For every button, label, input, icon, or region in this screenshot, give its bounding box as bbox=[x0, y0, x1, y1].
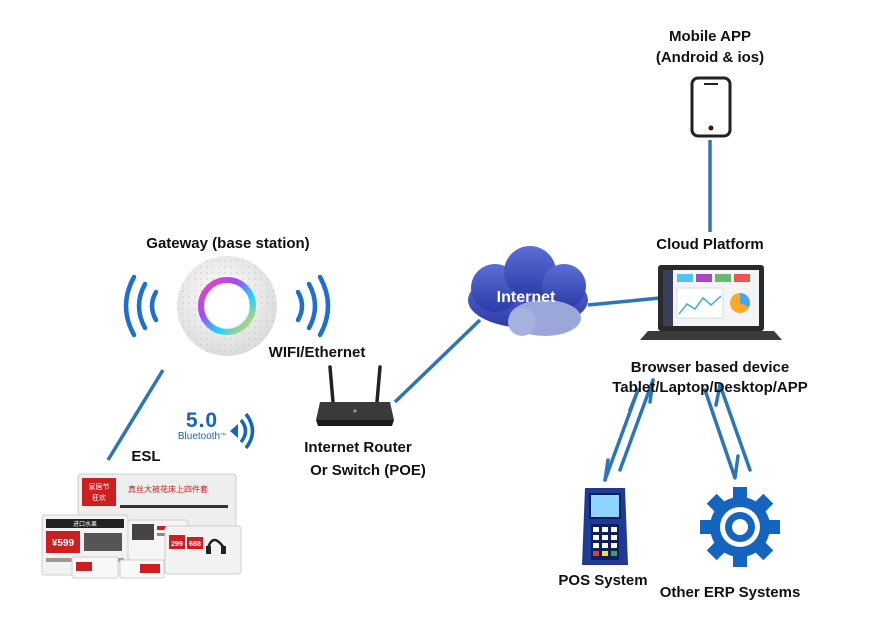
erp-exchange-arrows-icon bbox=[703, 383, 752, 480]
wifi-ethernet-label: WIFI/Ethernet bbox=[268, 344, 366, 361]
gear-icon bbox=[700, 487, 780, 567]
pos-exchange-arrows-icon bbox=[603, 378, 655, 482]
bluetooth-tm: ™ bbox=[220, 433, 227, 439]
bluetooth-badge: 5.0 Bluetooth™ bbox=[174, 410, 230, 442]
esl-big-title: 家居节 bbox=[89, 482, 110, 491]
router-label-line2: Or Switch (POE) bbox=[310, 462, 426, 479]
router-to-internet-line bbox=[393, 318, 482, 404]
signal-waves-left-icon bbox=[123, 274, 159, 338]
bluetooth-wave-icon bbox=[230, 412, 255, 450]
mobile-app-subtitle: (Android & ios) bbox=[655, 49, 765, 66]
router-label-line1: Internet Router bbox=[304, 439, 412, 456]
esl-tag-header: 进口水果 bbox=[73, 520, 97, 528]
cloud-platform-label: Cloud Platform bbox=[656, 236, 764, 253]
erp-systems-label: Other ERP Systems bbox=[659, 584, 801, 601]
esl-big-banner: 真丝大被花床上四件套 bbox=[128, 484, 208, 494]
bluetooth-version: 5.0 bbox=[185, 409, 219, 432]
esl-labels-illustration: 家居节 狂欢 真丝大被花床上四件套 进口水果 ¥599 299 688 bbox=[41, 473, 242, 579]
mobile-phone-icon bbox=[690, 76, 732, 138]
laptop-icon bbox=[640, 265, 782, 340]
gateway-device-icon bbox=[177, 256, 277, 356]
device-label-line2: Tablet/Laptop/Desktop/APP bbox=[612, 379, 808, 396]
esl-price-1: ¥599 bbox=[52, 538, 75, 549]
esl-to-gateway-line bbox=[106, 369, 165, 461]
internet-cloud-icon bbox=[468, 246, 588, 336]
esl-label: ESL bbox=[131, 448, 161, 465]
internet-cloud-text: Internet bbox=[496, 289, 556, 306]
esl-price-3: 688 bbox=[189, 541, 201, 548]
internet-to-laptop-line bbox=[587, 296, 661, 307]
pos-terminal-icon bbox=[582, 488, 628, 565]
signal-waves-right-icon bbox=[295, 274, 331, 338]
bluetooth-brand-text: Bluetooth bbox=[177, 431, 221, 442]
connection-lines bbox=[106, 140, 712, 461]
mobile-app-title: Mobile APP bbox=[669, 28, 751, 45]
esl-big-sub: 狂欢 bbox=[92, 493, 106, 502]
device-label-line1: Browser based device bbox=[630, 359, 790, 376]
router-icon bbox=[316, 365, 394, 426]
esl-price-2: 299 bbox=[171, 541, 183, 548]
pos-system-label: POS System bbox=[558, 572, 648, 589]
gateway-label: Gateway (base station) bbox=[146, 235, 310, 252]
bluetooth-brand: Bluetooth™ bbox=[174, 431, 230, 442]
